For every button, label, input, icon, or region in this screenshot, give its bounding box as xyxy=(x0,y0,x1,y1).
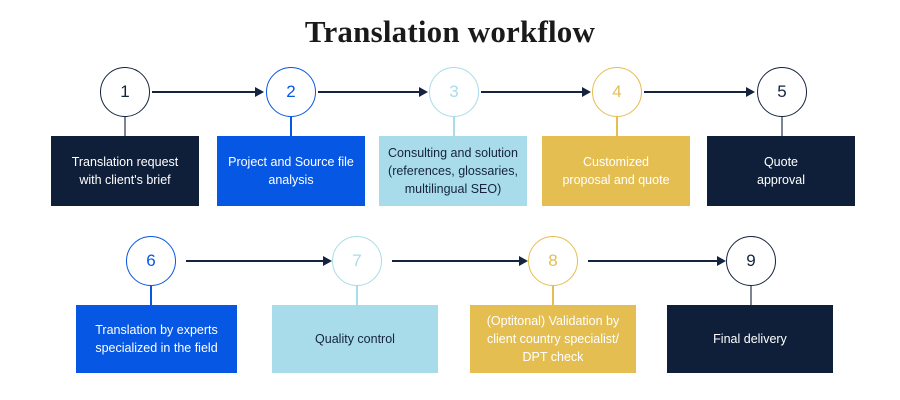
stem-step-8 xyxy=(552,286,554,306)
stem-step-6 xyxy=(150,286,152,306)
step-circle-2[interactable]: 2 xyxy=(266,67,316,117)
stem-step-7 xyxy=(356,286,358,306)
arrow-3-to-4 xyxy=(481,87,591,97)
step-number-9: 9 xyxy=(746,251,756,270)
step-circle-9[interactable]: 9 xyxy=(726,236,776,286)
stem-step-2 xyxy=(290,117,292,138)
arrow-4-to-5 xyxy=(644,87,755,97)
step-number-7: 7 xyxy=(352,251,362,270)
step-label-3: Consulting and solution(references, glos… xyxy=(388,145,518,197)
step-circle-4[interactable]: 4 xyxy=(592,67,642,117)
arrow-7-to-8 xyxy=(392,256,528,266)
stem-step-9 xyxy=(750,286,752,306)
arrow-2-to-3 xyxy=(318,87,428,97)
step-box-7[interactable]: Quality control xyxy=(272,305,438,373)
step-circle-1[interactable]: 1 xyxy=(100,67,150,117)
step-number-8: 8 xyxy=(548,251,558,270)
arrow-6-to-7 xyxy=(186,256,332,266)
step-circle-8[interactable]: 8 xyxy=(528,236,578,286)
page-title: Translation workflow xyxy=(304,14,596,49)
step-label-7: Quality control xyxy=(315,331,395,346)
step-circle-6[interactable]: 6 xyxy=(126,236,176,286)
stem-step-4 xyxy=(616,117,618,138)
step-number-5: 5 xyxy=(777,82,787,101)
step-box-3[interactable]: Consulting and solution(references, glos… xyxy=(379,136,527,206)
stem-step-3 xyxy=(453,117,455,138)
step-number-4: 4 xyxy=(612,82,622,101)
step-label-9: Final delivery xyxy=(713,331,787,346)
stem-step-5 xyxy=(781,117,783,138)
step-box-9[interactable]: Final delivery xyxy=(667,305,833,373)
step-circle-7[interactable]: 7 xyxy=(332,236,382,286)
step-circle-3[interactable]: 3 xyxy=(429,67,479,117)
arrow-8-to-9 xyxy=(588,256,726,266)
step-circle-5[interactable]: 5 xyxy=(757,67,807,117)
arrow-1-to-2 xyxy=(152,87,264,97)
step-number-2: 2 xyxy=(286,82,296,101)
step-number-1: 1 xyxy=(120,82,130,101)
step-number-6: 6 xyxy=(146,251,156,270)
step-number-3: 3 xyxy=(449,82,459,101)
stem-step-1 xyxy=(124,117,126,138)
